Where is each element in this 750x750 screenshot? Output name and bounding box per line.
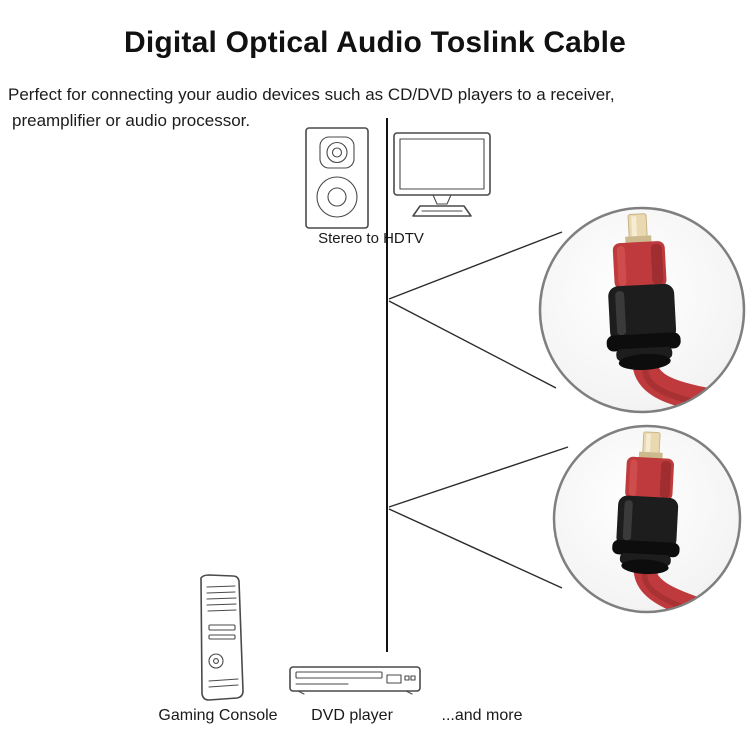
dvd-player-label: DVD player	[311, 707, 393, 724]
gaming-console-icon	[200, 574, 244, 701]
gaming-console-label: Gaming Console	[158, 707, 278, 724]
dvd-player-icon	[289, 666, 421, 695]
toslink-connector-photo-bottom	[552, 424, 742, 614]
tv-icon	[393, 132, 491, 217]
description-line-1: Perfect for connecting your audio device…	[8, 85, 615, 104]
page-title: Digital Optical Audio Toslink Cable	[123, 26, 627, 59]
stereo-to-hdtv-label: Stereo to HDTV	[318, 230, 424, 247]
and-more-label: ...and more	[441, 707, 523, 724]
speaker-icon	[305, 127, 369, 229]
description-text: Perfect for connecting your audio device…	[8, 82, 738, 134]
toslink-connector-photo-top	[538, 206, 746, 414]
description-line-2: preamplifier or audio processor.	[12, 111, 251, 130]
